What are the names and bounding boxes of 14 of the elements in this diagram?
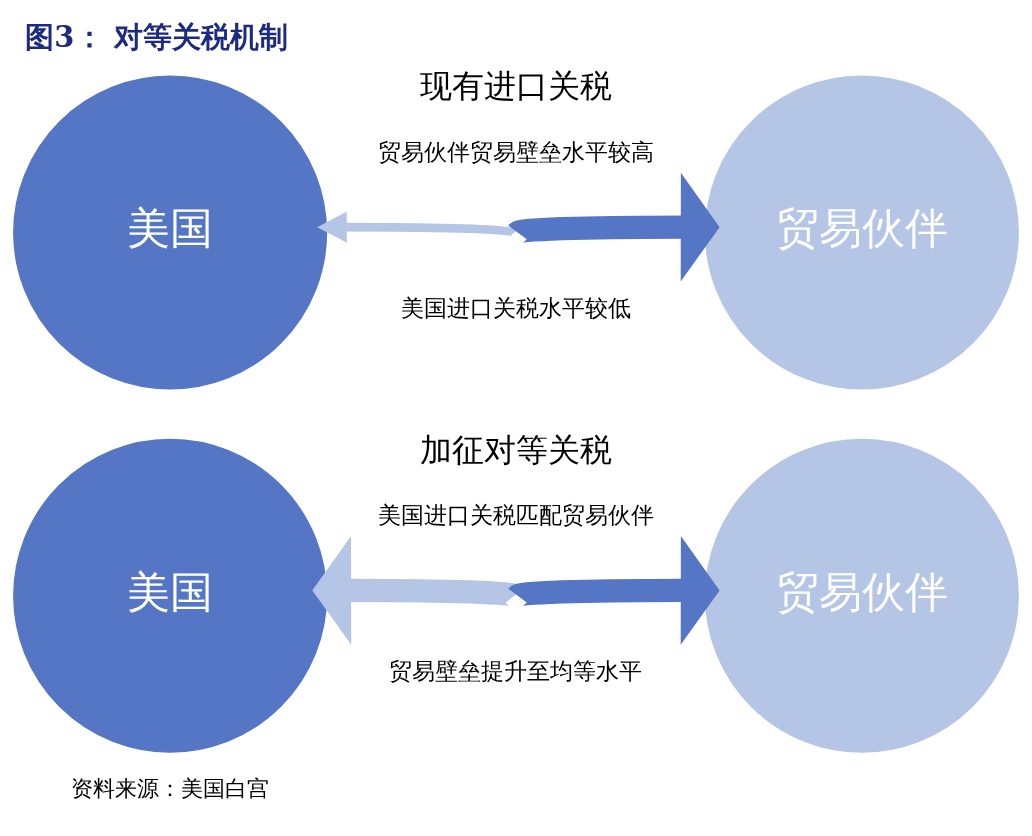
node-circle: 贸易伙伴 xyxy=(704,438,1019,753)
node-circle: 美国 xyxy=(13,438,328,753)
label: 现有进口关税 xyxy=(420,66,612,105)
label: 贸易伙伴贸易壁垒水平较高 xyxy=(378,138,654,165)
arrow xyxy=(312,535,519,645)
arrow xyxy=(317,211,516,243)
node-circle: 贸易伙伴 xyxy=(704,75,1019,390)
label: 加征对等关税 xyxy=(420,430,612,469)
node-circle: 美国 xyxy=(13,75,328,390)
label: 美国进口关税水平较低 xyxy=(401,294,631,321)
label: 美国进口关税匹配贸易伙伴 xyxy=(378,501,654,528)
diagram-title: 图3： 对等关税机制 xyxy=(25,19,288,54)
label: 贸易壁垒提升至均等水平 xyxy=(389,657,643,684)
caption: 资料来源：美国白宫 xyxy=(71,775,270,801)
